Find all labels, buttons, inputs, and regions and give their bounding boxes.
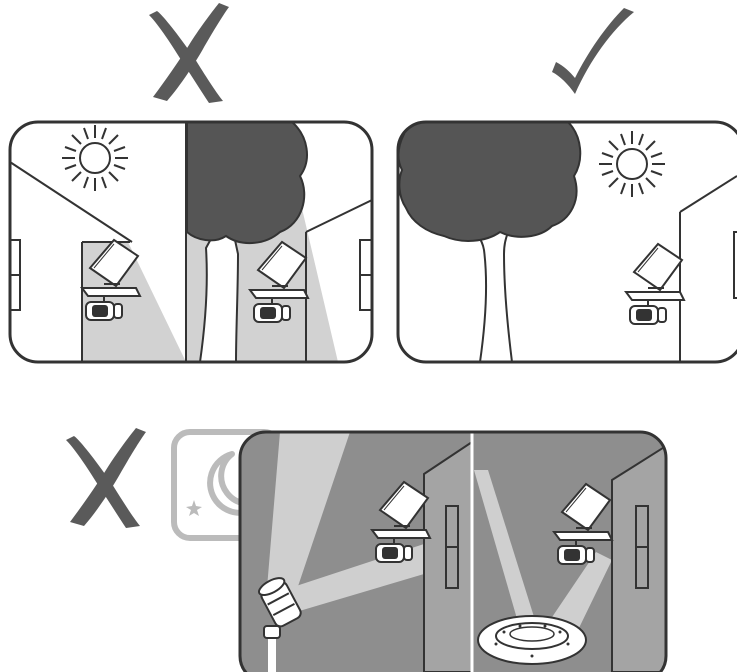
night-panel-wrong — [240, 432, 666, 672]
cross-mark-icon — [149, 3, 229, 103]
sun-panel-wrong — [10, 122, 372, 362]
ground-light-icon — [478, 616, 586, 664]
cross-mark-icon — [66, 428, 146, 528]
sun-panel-right — [398, 122, 737, 362]
check-mark-icon — [552, 8, 634, 94]
